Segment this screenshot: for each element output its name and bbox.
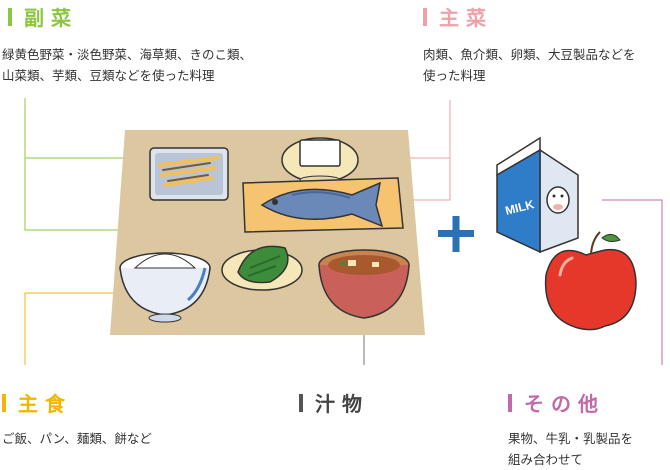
shirumono-bar [299, 393, 303, 412]
shusai-bar [423, 7, 427, 26]
shusai-description: 肉類、魚介類、卵類、大豆製品などを 使った料理 [423, 44, 636, 86]
shushoku-description-line: ご飯、パン、麺類、餅など [2, 431, 152, 446]
shirumono-heading: 汁物 [299, 388, 369, 417]
salad-dish-icon [149, 147, 229, 201]
sonota-description: 果物、牛乳・乳製品を 組み合わせて [508, 428, 633, 470]
shushoku-description: ご飯、パン、麺類、餅など [2, 428, 152, 449]
sonota-title: その他 [524, 392, 605, 416]
shushoku-heading: 主食 [2, 388, 72, 417]
grilled-fish-icon [242, 177, 404, 233]
shirumono-title: 汁物 [315, 392, 369, 416]
spinach-dish-icon [221, 245, 303, 291]
apple-icon [544, 231, 637, 331]
fukusai-heading: 副菜 [8, 2, 78, 31]
miso-soup-icon [318, 249, 410, 319]
fukusai-bar [8, 7, 12, 26]
sonota-description-line: 組み合わせて [508, 452, 584, 467]
fukusai-description-line: 山菜類、芋類、豆類などを使った料理 [2, 68, 215, 83]
plus-icon [438, 216, 474, 252]
shusai-description-line: 肉類、魚介類、卵類、大豆製品などを [423, 47, 636, 62]
sonota-heading: その他 [508, 388, 605, 417]
sonota-connector [602, 199, 663, 365]
shusai-description-line: 使った料理 [423, 68, 486, 83]
milk-label: MILK [504, 197, 536, 218]
fukusai-description: 緑黄色野菜・淡色野菜、海草類、きのこ類、 山菜類、芋類、豆類などを使った料理 [2, 44, 252, 86]
fukusai-description-line: 緑黄色野菜・淡色野菜、海草類、きのこ類、 [2, 47, 253, 62]
fukusai-title: 副菜 [24, 6, 78, 30]
rice-bowl-icon [119, 252, 211, 323]
shushoku-title: 主食 [18, 392, 72, 416]
shushoku-bar [2, 393, 6, 412]
shusai-heading: 主菜 [423, 2, 493, 31]
milk-carton-icon: MILK [496, 136, 579, 254]
shusai-title: 主菜 [439, 6, 493, 30]
sonota-bar [508, 393, 512, 412]
sonota-description-line: 果物、牛乳・乳製品を [508, 431, 634, 446]
